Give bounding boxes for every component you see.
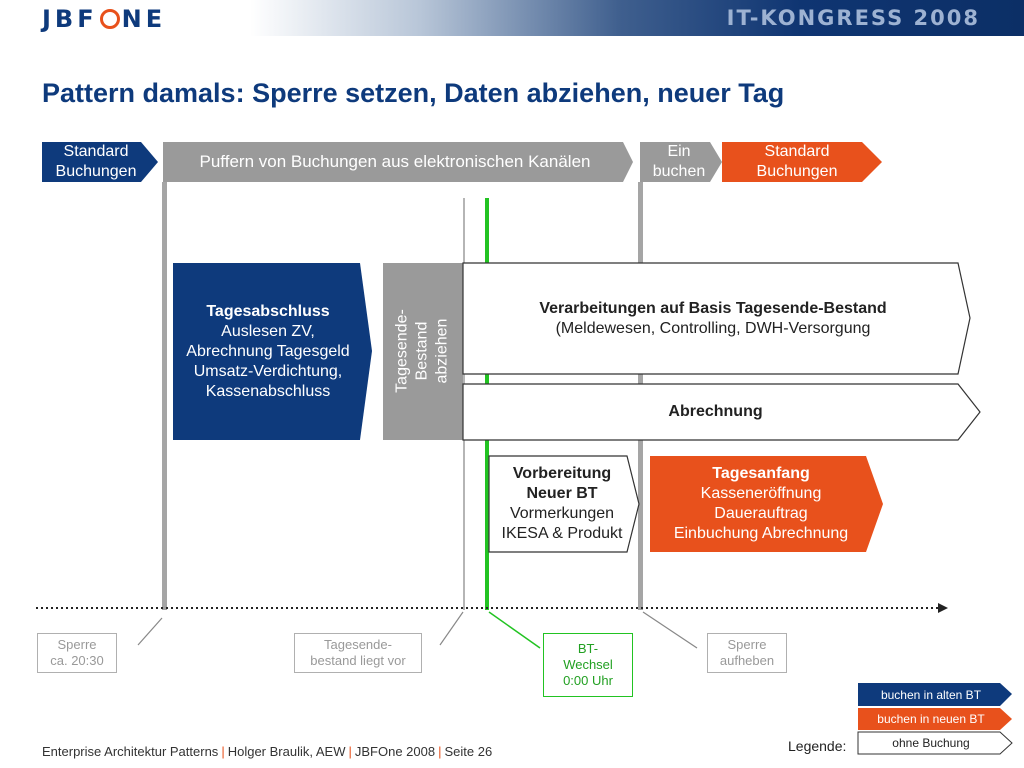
standard-right-line2: Buchungen: [756, 163, 838, 180]
sperre-label: Sperre ca. 20:30: [37, 633, 117, 673]
legend-alt-arrow: [858, 683, 1012, 706]
footer-part: JBFOne 2008: [354, 744, 436, 759]
standard-left-arrow: [42, 142, 158, 182]
standard-right-label: Standard Buchungen: [722, 142, 872, 182]
footer-separator: |: [438, 744, 442, 759]
verarbeitungen-shape: [462, 262, 971, 375]
tagesanfang-line: Dauerauftrag: [714, 505, 808, 522]
einbuchen-arrow: [640, 142, 722, 182]
vorbereitung-line: Vormerkungen: [509, 505, 615, 522]
puffern-arrow: [163, 142, 633, 182]
legend-ohne-label: ohne Buchung: [892, 736, 970, 750]
vorbereitung-heading: Vorbereitung: [512, 465, 612, 482]
tagesabschluss-line: Abrechnung Tagesgeld: [186, 342, 350, 360]
vorbereitung-heading: Neuer BT: [526, 485, 598, 502]
verarbeitungen-detail: (Meldewesen, Controlling, DWH-Versorgung: [555, 320, 871, 337]
bestand-line: Bestand: [413, 321, 431, 381]
tagesabschluss-line: Umsatz-Verdichtung,: [193, 362, 343, 380]
aufheben-line: Sperre: [727, 637, 767, 652]
page-title: Pattern damals: Sperre setzen, Daten abz…: [42, 78, 785, 108]
bestand-line: Tagesende-: [393, 309, 411, 393]
bestand-abziehen-shape: [383, 263, 463, 440]
footer-part: Seite 26: [444, 744, 493, 759]
legend-neu-label: buchen in neuen BT: [877, 712, 985, 726]
bestand-liegt-vor-label: Tagesende- bestand liegt vor: [294, 633, 422, 673]
puffern-label: Puffern von Buchungen aus elektronischen…: [199, 152, 591, 171]
standard-left-line1: Standard: [63, 143, 129, 160]
bestand-line: abziehen: [433, 318, 451, 384]
footer: Enterprise Architektur Patterns|Holger B…: [42, 744, 492, 759]
bt-wechsel-label: BT- Wechsel 0:00 Uhr: [543, 633, 633, 697]
footer-part: Enterprise Architektur Patterns: [42, 744, 219, 759]
tagesanfang-line: Kasseneröffnung: [700, 485, 822, 502]
logo-ring-icon: [99, 9, 120, 29]
timeline-arrowhead: [938, 603, 948, 613]
aufheben-connector: [642, 611, 698, 649]
legend-title: Legende:: [788, 738, 847, 754]
einbuchen-line2: buchen: [652, 163, 706, 180]
standard-right-line1: Standard: [764, 143, 830, 160]
aufheben-line: aufheben: [719, 653, 775, 668]
vorbereitung-shape: [488, 455, 640, 553]
sperre-aufheben-label: Sperre aufheben: [707, 633, 787, 673]
congress-title: IT-KONGRESS 2008: [726, 6, 980, 30]
einbuchen-label: Ein buchen: [640, 142, 718, 182]
bt-wechsel-line: BT-: [577, 641, 599, 656]
tagesabschluss-line: Auslesen ZV,: [221, 322, 315, 340]
footer-part: Holger Braulik, AEW: [227, 744, 346, 759]
bestand-liegt-line: Tagesende-: [324, 637, 392, 652]
bestand-connector: [439, 611, 464, 646]
standard-right-arrow: [722, 142, 882, 182]
tagesabschluss-line: Kassenabschluss: [205, 382, 331, 400]
tagesanfang-shape: [650, 456, 883, 552]
standard-left-label: Standard Buchungen: [42, 142, 150, 182]
legend-ohne-arrow: [857, 731, 1013, 755]
bt-wechsel-line: 0:00 Uhr: [563, 673, 613, 688]
vorbereitung-line: IKESA & Produkt: [501, 525, 623, 542]
tagesabschluss-shape: [173, 263, 372, 440]
verarbeitungen-heading: Verarbeitungen auf Basis Tagesende-Besta…: [539, 300, 887, 317]
abrechnung-shape: [462, 383, 981, 441]
legend-neu-arrow: [858, 708, 1012, 730]
vorbereitung-text: Vorbereitung Neuer BT Vormerkungen IKESA…: [489, 456, 635, 552]
tagesanfang-text: Tagesanfang Kasseneröffnung Dauerauftrag…: [650, 456, 872, 552]
sperre-line: ca. 20:30: [50, 653, 104, 668]
bestand-abziehen-text: Tagesende- Bestand abziehen: [383, 263, 463, 440]
legend-alt-label: buchen in alten BT: [880, 687, 982, 702]
standard-left-line2: Buchungen: [55, 163, 137, 180]
tagesanfang-line: Einbuchung Abrechnung: [673, 525, 849, 542]
sperre-connector: [137, 617, 163, 646]
bt-wechsel-line: Wechsel: [563, 657, 613, 672]
einbuchen-line1: Ein: [667, 143, 691, 160]
bt-connector: [488, 611, 541, 649]
tagesabschluss-text: Tagesabschluss Auslesen ZV, Abrechnung T…: [173, 263, 363, 440]
sperre-line: Sperre: [57, 637, 97, 652]
abrechnung-label: Abrechnung: [668, 403, 763, 420]
footer-separator: |: [348, 744, 352, 759]
bestand-liegt-line: bestand liegt vor: [310, 653, 406, 668]
tagesanfang-heading: Tagesanfang: [712, 465, 810, 482]
sperre-vertical-line: [162, 182, 167, 610]
header-banner: [0, 0, 1024, 36]
tagesabschluss-heading: Tagesabschluss: [206, 302, 330, 320]
footer-separator: |: [221, 744, 225, 759]
verarbeitungen-text: Verarbeitungen auf Basis Tagesende-Besta…: [463, 263, 963, 374]
